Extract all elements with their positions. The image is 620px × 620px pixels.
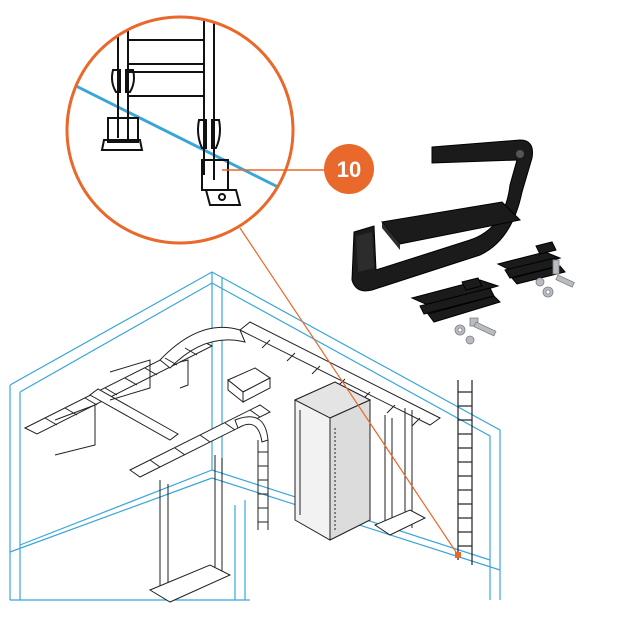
bracket-hole [516,150,524,158]
open-rack-left [148,455,232,603]
center-drop-ladder [257,440,269,530]
callout-number-badge: 10 [324,144,374,194]
server-cabinet [293,381,372,541]
clamp-set [410,241,566,323]
wall-brackets [54,359,189,456]
wall-mount-box [227,367,271,404]
detail-magnifier [65,15,295,245]
callout-number: 10 [337,157,361,182]
detail-circle-border [65,15,295,245]
fastener-set [454,259,575,345]
open-rack-right [373,408,427,536]
l-bracket [351,139,533,292]
flat-plate [381,201,522,250]
detail-content [67,17,293,206]
tray-rungs [44,339,421,468]
room-outline [9,271,501,601]
wall-ladder [457,380,473,565]
cable-tray-system [23,321,441,478]
leader-lines [239,227,459,556]
